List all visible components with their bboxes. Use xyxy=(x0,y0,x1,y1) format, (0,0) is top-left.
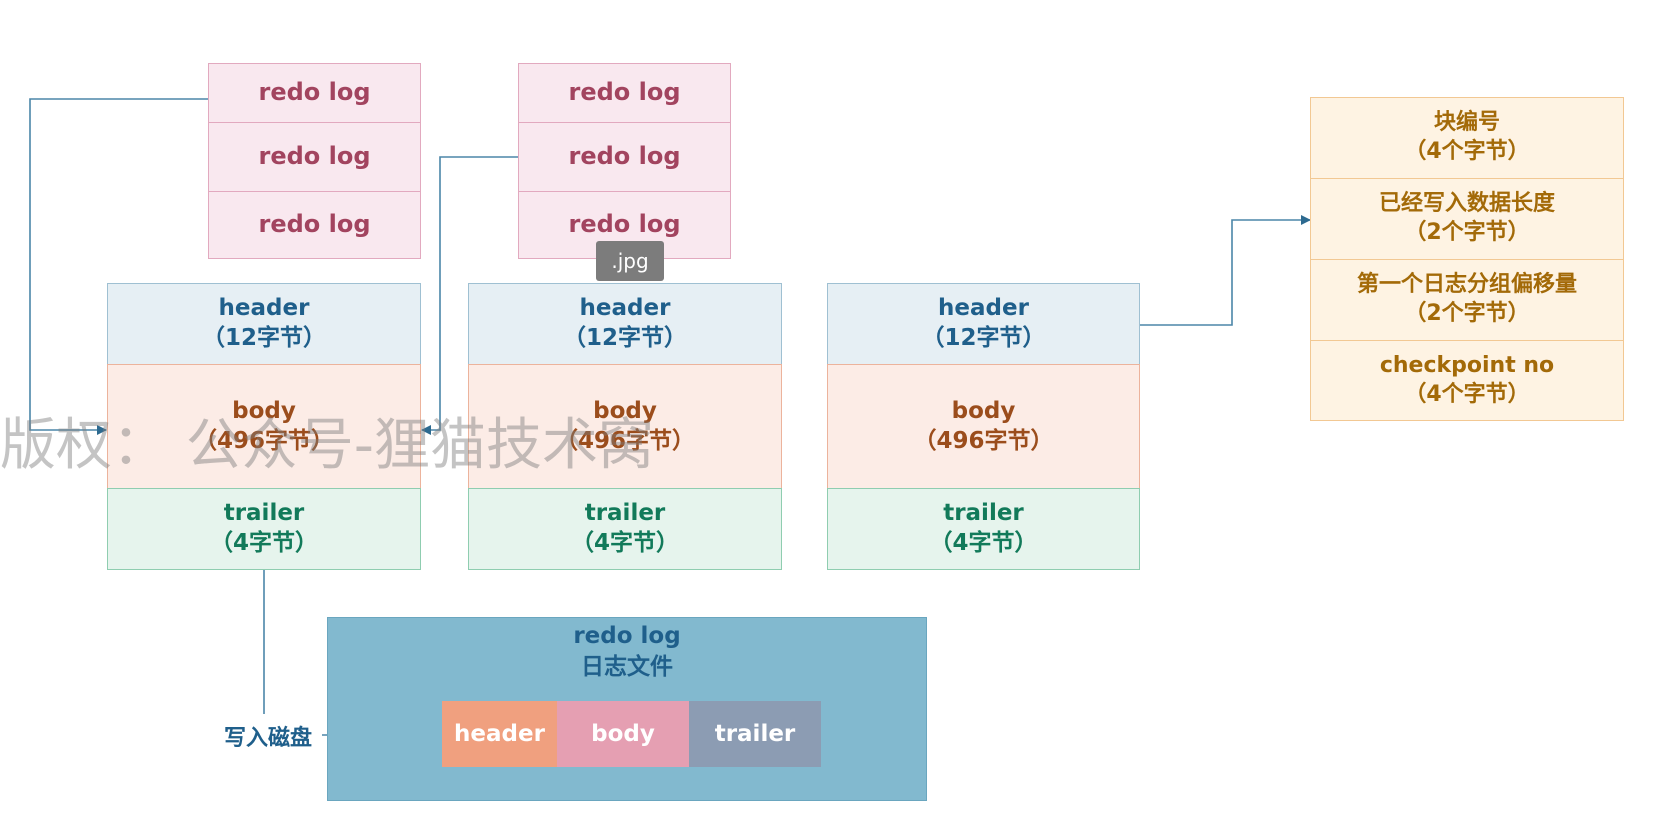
block-body-size: （496字节） xyxy=(193,427,334,454)
block-header-name: header xyxy=(579,295,671,322)
block-trailer: trailer （4字节） xyxy=(107,488,421,570)
header-field: 块编号 （4个字节） xyxy=(1310,97,1624,179)
header-field: 已经写入数据长度 （2个字节） xyxy=(1310,178,1624,260)
block-body: body （496字节） xyxy=(107,364,421,489)
block-body: body （496字节） xyxy=(468,364,782,489)
arrow-log-to-body-1 xyxy=(29,98,208,435)
block-header-name: header xyxy=(938,295,1029,322)
redo-log-entry: redo log xyxy=(208,191,421,259)
block-header-size: （12字节） xyxy=(921,325,1046,351)
redo-log-label: redo log xyxy=(568,142,681,171)
block-trailer-size: （4字节） xyxy=(929,530,1038,556)
arrow-log-to-body-2 xyxy=(421,156,518,435)
block-body-size: （496字节） xyxy=(913,427,1054,454)
file-segment-header: header xyxy=(442,701,557,767)
block-header: header （12字节） xyxy=(468,283,782,365)
file-subtitle: 日志文件 xyxy=(581,654,673,681)
redo-log-label: redo log xyxy=(568,210,681,239)
block-trailer-size: （4字节） xyxy=(209,530,318,556)
block-trailer-name: trailer xyxy=(584,500,666,527)
redo-log-label: redo log xyxy=(258,210,371,239)
redo-log-entry: redo log xyxy=(208,63,421,123)
header-field: checkpoint no （4个字节） xyxy=(1310,340,1624,421)
header-field-name: 块编号 xyxy=(1433,110,1500,136)
block-header-name: header xyxy=(218,295,310,322)
header-field: 第一个日志分组偏移量 （2个字节） xyxy=(1310,259,1624,341)
redo-log-file-title: redo log 日志文件 xyxy=(327,621,927,683)
header-field-size: （2个字节） xyxy=(1404,220,1530,245)
block-body-name: body xyxy=(593,397,657,424)
block-header: header （12字节） xyxy=(107,283,421,365)
header-field-size: （4个字节） xyxy=(1404,139,1530,164)
block-body-name: body xyxy=(232,397,296,424)
arrow-header-to-fields xyxy=(1140,215,1311,326)
redo-log-label: redo log xyxy=(568,78,681,107)
write-disk-label: 写入磁盘 xyxy=(222,720,315,752)
file-type-badge: .jpg xyxy=(596,241,664,281)
block-header-size: （12字节） xyxy=(562,325,687,351)
redo-log-entry: redo log xyxy=(208,122,421,192)
block-body-size: （496字节） xyxy=(554,427,695,454)
block-trailer-name: trailer xyxy=(943,500,1024,527)
block-trailer: trailer （4字节） xyxy=(827,488,1140,570)
block-trailer-name: trailer xyxy=(223,500,305,527)
redo-log-label: redo log xyxy=(258,78,371,107)
block-body: body （496字节） xyxy=(827,364,1140,489)
file-segment-trailer: trailer xyxy=(689,701,821,767)
redo-log-entry: redo log xyxy=(518,63,731,123)
block-header: header （12字节） xyxy=(827,283,1140,365)
header-field-name: 第一个日志分组偏移量 xyxy=(1356,272,1577,298)
redo-log-entry: redo log xyxy=(518,122,731,192)
file-title: redo log xyxy=(573,623,681,649)
header-field-name: 已经写入数据长度 xyxy=(1378,191,1555,217)
block-trailer: trailer （4字节） xyxy=(468,488,782,570)
block-header-size: （12字节） xyxy=(201,325,326,351)
redo-log-label: redo log xyxy=(258,142,371,171)
block-trailer-size: （4字节） xyxy=(570,530,679,556)
watermark: 版权： 公众号-狸猫技术窝 xyxy=(0,413,655,478)
block-body-name: body xyxy=(951,397,1016,424)
header-field-size: （2个字节） xyxy=(1404,301,1530,326)
header-field-size: （4个字节） xyxy=(1404,381,1530,407)
file-segment-body: body xyxy=(557,701,689,767)
header-field-name: checkpoint no xyxy=(1379,352,1555,378)
redo-log-entry: redo log xyxy=(518,191,731,259)
